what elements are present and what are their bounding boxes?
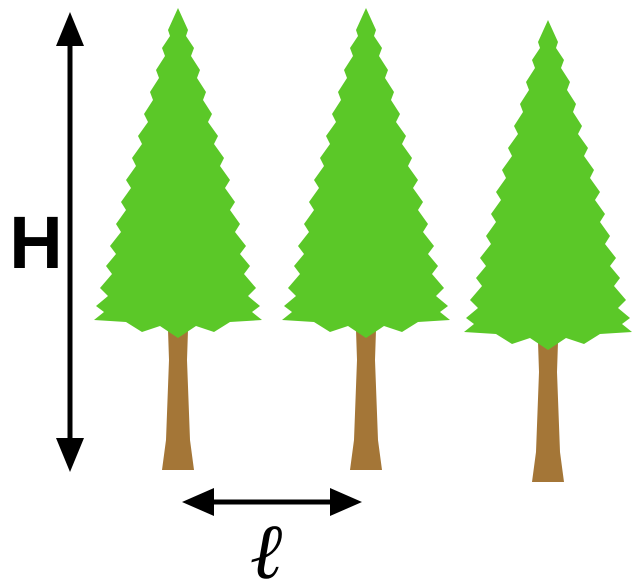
spacing-arrow [182, 488, 362, 516]
height-arrow [56, 12, 84, 472]
spacing-label: ℓ [250, 507, 283, 588]
tree-3 [464, 20, 632, 482]
tree-2 [282, 8, 450, 470]
height-label: H [9, 201, 62, 284]
tree-1 [94, 8, 262, 470]
